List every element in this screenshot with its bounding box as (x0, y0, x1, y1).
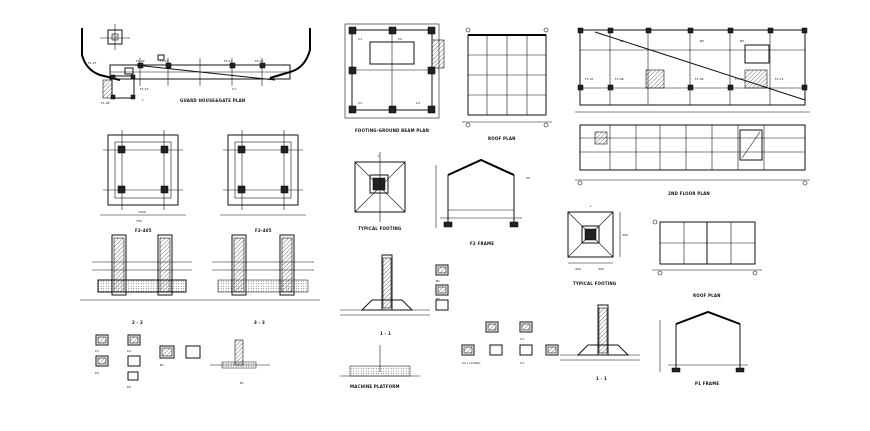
detail-c1-label: C1 (520, 361, 524, 365)
roof-plan-2-title: ROOF PLAN (693, 293, 721, 298)
fp-tag-6: B1 (620, 39, 624, 43)
fb-tag-1: C1 (358, 37, 362, 41)
detail-c2-label: C2 (+0.000) (462, 361, 480, 365)
fp-tag-8: B3 (740, 39, 744, 43)
fp-tag-5: F1-11 (775, 77, 784, 81)
det-tag-5: B1 (160, 363, 164, 367)
fp-tag-4: F1-10 (735, 77, 744, 81)
det-tag-3: D1 (95, 371, 99, 375)
typical-footing-2-title: TYPICAL FOOTING (573, 281, 616, 286)
f2-frame-title: F2 FRAME (470, 241, 494, 246)
gp-tag-3: F1-09 (136, 59, 145, 63)
fp-tag-2: F1-08 (615, 77, 624, 81)
gp-tag-8: C1 (232, 87, 236, 91)
gp-tag-2: F1-08 (101, 101, 110, 105)
bd-tag-1: C1 (520, 337, 524, 341)
p1-frame-title: P1 FRAME (695, 381, 719, 386)
guard-house-gate-plan: F1-07 F1-08 F1-09 F1-10 F1-11 F1-12 F1-1… (81, 24, 311, 105)
column-elevation-2: 1 - 1 (560, 304, 640, 381)
section-1-1-b-title: 1 - 1 (596, 376, 607, 381)
typical-footing-1-title: TYPICAL FOOTING (358, 226, 401, 231)
fb-tag-2: C2 (398, 37, 402, 41)
small-details-mid: B1 B2 (435, 264, 449, 311)
f2a-dim: 1050 (138, 210, 146, 214)
gp-tag-1: F1-07 (88, 61, 97, 65)
section-3-3-title: 3 - 3 (254, 320, 265, 325)
roof-plan-2: ROOF PLAN (652, 219, 762, 298)
section-1-1-a-title: 1 - 1 (380, 331, 391, 336)
det-e1: E1 (240, 381, 244, 385)
fp-tag-1: F1-07 (585, 77, 594, 81)
f2-frame: F2 FRAME (435, 158, 530, 246)
f2-405-plan-b: F2-405 (220, 130, 306, 233)
roof-plan-1-title: ROOF PLAN (488, 136, 516, 141)
machine-platform: MACHINE PLATFORM (340, 345, 420, 389)
tf1-mark: L (378, 154, 380, 158)
floor-plan-2nd: F1-07 F1-08 F1-09 F1-10 F1-11 B1 B2 B3 2… (575, 27, 810, 196)
f2-405-plan-a: 1050 750 F2-405 (100, 130, 186, 233)
fp-tag-3: F1-09 (695, 77, 704, 81)
f2a-dim-inner: 750 (136, 219, 142, 223)
section-2-2: 2 - 2 (80, 234, 200, 325)
mid-tag-1: B1 (436, 279, 440, 283)
f2-405-a-title: F2-405 (135, 228, 152, 233)
tf2-dim-c: 300 (622, 233, 628, 237)
tf2-mark: L (590, 204, 592, 208)
typical-footing-2: 450 450 300 L TYPICAL FOOTING (567, 204, 628, 286)
gp-tag-6: F1-12 (255, 59, 264, 63)
guard-plan-title: GUARD HOUSE&GATE PLAN (180, 98, 245, 103)
f2-405-b-title: F2-405 (255, 228, 272, 233)
section-3-3: 3 - 3 (200, 234, 320, 325)
det-tag-4: D2 (127, 385, 131, 389)
tf2-dim-b: 450 (598, 267, 604, 271)
det-tag-2: C2 (127, 349, 131, 353)
roof-plan-1: ROOF PLAN (462, 27, 552, 141)
fp-tag-7: B2 (700, 39, 704, 43)
gp-tag-4: F1-10 (160, 59, 169, 63)
footing-ground-beam-plan: C1 C2 C3 C4 FOOTING-GROUND BEAM PLAN (344, 23, 445, 133)
gp-tag-7: F1-13 (140, 87, 149, 91)
footing-beam-title: FOOTING-GROUND BEAM PLAN (355, 128, 429, 133)
mid-tag-2: B2 (436, 297, 440, 301)
column-elevation: 1 - 1 (340, 254, 430, 336)
fb-tag-3: C3 (358, 101, 362, 105)
typical-footing-1: L TYPICAL FOOTING (354, 152, 406, 231)
tf2-dim-a: 450 (575, 267, 581, 271)
p1-frame: P1 FRAME (659, 310, 748, 386)
section-2-2-title: 2 - 2 (132, 320, 143, 325)
small-details-left: C1 C2 D1 D2 B1 E1 (95, 334, 270, 389)
floor-plan-2nd-title: 2ND FLOOR PLAN (668, 191, 710, 196)
bottom-details: C1 C2 (+0.000) C1 (461, 321, 559, 365)
machine-platform-title: MACHINE PLATFORM (350, 384, 400, 389)
fb-tag-4: C4 (416, 101, 420, 105)
gp-tag-5: F1-11 (224, 59, 233, 63)
det-tag-1: C1 (95, 349, 99, 353)
gp-mark-L: L (142, 98, 144, 102)
